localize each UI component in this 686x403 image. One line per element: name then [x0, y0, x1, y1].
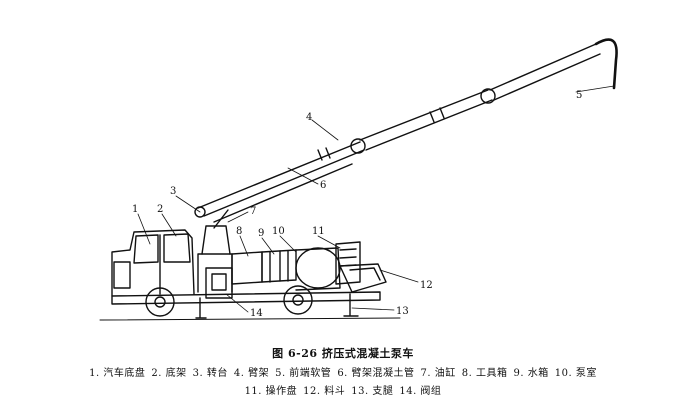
callout-12: 12: [420, 280, 433, 291]
pump-truck-diagram: 1 2 3 4 5 6 7 8 9 10 11 12 13 14: [99, 38, 618, 321]
valve-detail: [211, 273, 227, 291]
panel-detail: [339, 248, 357, 267]
legend-row-2: 11. 操作盘 12. 料斗 13. 支腿 14. 阀组: [0, 382, 686, 397]
tank-ribs: [269, 250, 289, 283]
legend-item: 14. 阀组: [399, 386, 442, 397]
callout-13: 13: [396, 306, 409, 317]
front-hose: [594, 38, 618, 90]
legend-item: 12. 料斗: [303, 386, 346, 397]
legend-item: 13. 支腿: [351, 386, 394, 397]
callout-4: 4: [306, 112, 312, 123]
callout-2: 2: [157, 204, 163, 215]
legend-row-1: 1. 汽车底盘 2. 底架 3. 转台 4. 臂架 5. 前端软管 6. 臂架混凝土管 7.…: [0, 364, 686, 379]
legend-item: 5. 前端软管: [275, 368, 332, 379]
base-frame: [197, 253, 233, 293]
hopper: [339, 263, 387, 293]
pump-chamber: [295, 247, 341, 291]
callout-10: 10: [272, 226, 285, 237]
boom-joint-1: [350, 138, 366, 154]
legend-item: 8. 工具箱: [461, 368, 508, 379]
legend-item: 1. 汽车底盘: [89, 368, 146, 379]
boom-pivot: [194, 206, 206, 218]
rear-wheel: [283, 285, 313, 315]
pipe-clamp-1: [317, 147, 331, 161]
water-tank: [261, 249, 297, 283]
truck-cab: [111, 229, 195, 297]
callout-7: 7: [250, 206, 256, 217]
hopper-inner: [349, 267, 381, 281]
legend-item: 7. 油缸: [420, 368, 456, 379]
control-panel: [335, 241, 361, 285]
ground-line: [99, 317, 401, 321]
legend-item: 4. 臂架: [233, 368, 270, 379]
outrigger-front: [195, 297, 207, 319]
boom-joint-2: [480, 88, 496, 104]
pump-drum: [295, 247, 341, 289]
front-wheel-hub: [154, 296, 166, 308]
legend-item: 3. 转台: [192, 368, 228, 379]
legend-item: 6. 臂架混凝土管: [337, 368, 415, 379]
callout-6: 6: [320, 180, 326, 191]
turret: [201, 225, 231, 255]
rear-wheel-hub: [292, 294, 304, 306]
outrigger-rear: [343, 293, 359, 317]
pipe-clamp-2: [429, 107, 445, 123]
callout-1: 1: [132, 204, 138, 215]
cab-window-side: [163, 233, 191, 263]
callout-14: 14: [250, 308, 263, 319]
cab-grille: [113, 261, 131, 289]
leader-lines: [137, 85, 615, 313]
cab-window-front: [133, 234, 159, 264]
boom-concrete-pipe: [213, 163, 353, 223]
legend-item: 10. 泵室: [554, 368, 597, 379]
callout-11: 11: [312, 226, 325, 237]
valve-group: [205, 267, 233, 299]
legend-item: 11. 操作盘: [244, 386, 298, 397]
callout-9: 9: [258, 228, 264, 239]
callout-8: 8: [236, 226, 242, 237]
boom-section-3: [489, 43, 601, 101]
legend-item: 2. 底架: [151, 368, 187, 379]
boom-section-2: [359, 89, 493, 151]
tool-box: [231, 251, 263, 285]
callout-3: 3: [170, 186, 176, 197]
legend-item: 9. 水箱: [513, 368, 549, 379]
chassis-frame: [111, 291, 381, 305]
boom-section-1: [197, 141, 365, 217]
front-wheel: [145, 287, 175, 317]
figure-caption: 图 6-26 挤压式混凝土泵车: [272, 347, 414, 360]
callout-5: 5: [576, 90, 582, 101]
